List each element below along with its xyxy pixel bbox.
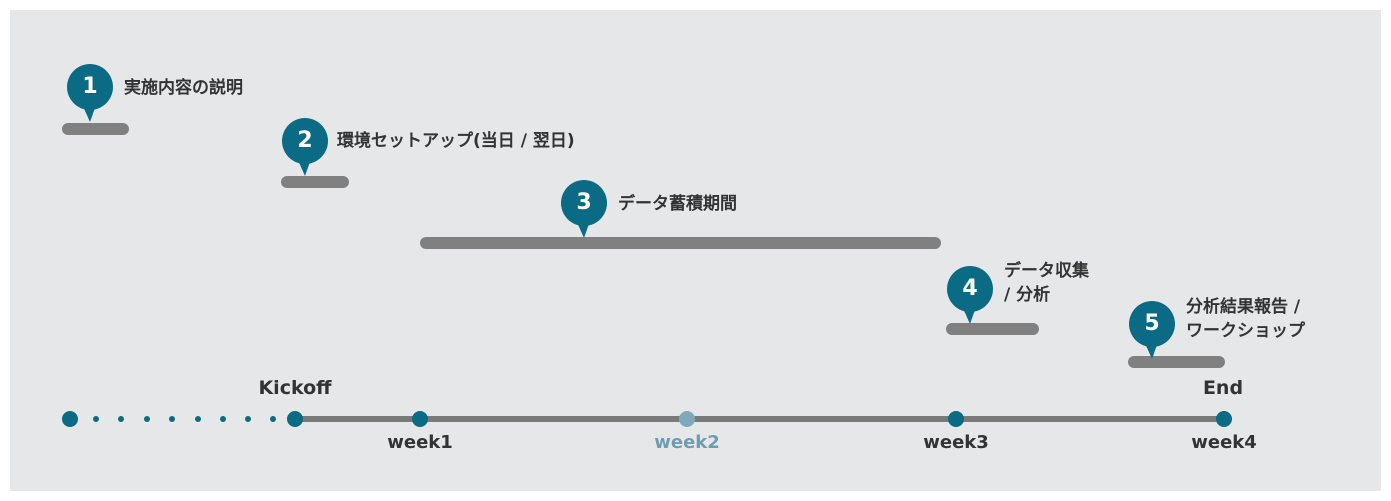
- pin-icon: [67, 64, 113, 122]
- pre-kickoff-dot: [118, 416, 124, 422]
- phase-1-label: 実施内容の説明: [124, 78, 243, 98]
- phase-4-bar: [946, 323, 1039, 335]
- phase-3-bar: [420, 237, 941, 249]
- kickoff-label: Kickoff: [258, 377, 332, 399]
- phase-5-bar: [1128, 356, 1225, 368]
- roadmap-panel: [10, 10, 1381, 491]
- phase-1-marker: 1: [66, 64, 114, 122]
- pin-icon: [947, 266, 993, 324]
- pre-kickoff-dot: [245, 416, 251, 422]
- phase-1-number: 1: [82, 74, 98, 99]
- pin-icon: [282, 118, 328, 176]
- phase-3-label: データ蓄積期間: [618, 194, 737, 214]
- pre-kickoff-dot: [220, 416, 226, 422]
- phase-2-label: 環境セットアップ(当日 / 翌日): [337, 131, 575, 151]
- week1-label: week1: [387, 432, 453, 453]
- phase-5-marker: 5: [1128, 301, 1176, 359]
- timeline-start-dot: [62, 411, 78, 427]
- week4-label: week4: [1191, 432, 1257, 453]
- phase-1-bar: [62, 123, 129, 135]
- phase-3-number: 3: [576, 190, 592, 215]
- phase-2-marker: 2: [281, 118, 329, 176]
- pre-kickoff-dot: [270, 416, 276, 422]
- pre-kickoff-dot: [195, 416, 201, 422]
- end-label: End: [1202, 377, 1244, 399]
- pre-kickoff-dot: [144, 416, 150, 422]
- phase-3-marker: 3: [560, 180, 608, 238]
- phase-4-marker: 4: [946, 266, 994, 324]
- pin-icon: [1129, 301, 1175, 359]
- phase-5-number: 5: [1144, 311, 1160, 336]
- pin-icon: [561, 180, 607, 238]
- week2-label: week2: [654, 432, 720, 453]
- week3-dot: [948, 411, 964, 427]
- pre-kickoff-dot: [93, 416, 99, 422]
- week4-dot: [1216, 411, 1232, 427]
- phase-2-number: 2: [297, 128, 313, 153]
- phase-4-label: データ収集 / 分析: [1004, 261, 1089, 305]
- pre-kickoff-dot: [169, 416, 175, 422]
- week3-label: week3: [923, 432, 989, 453]
- week1-dot: [412, 411, 428, 427]
- week2-dot: [679, 411, 695, 427]
- kickoff-dot: [287, 411, 303, 427]
- phase-4-number: 4: [962, 276, 978, 301]
- timeline-axis: [295, 416, 1224, 422]
- phase-5-label: 分析結果報告 / ワークショップ: [1186, 297, 1305, 341]
- phase-2-bar: [281, 176, 349, 188]
